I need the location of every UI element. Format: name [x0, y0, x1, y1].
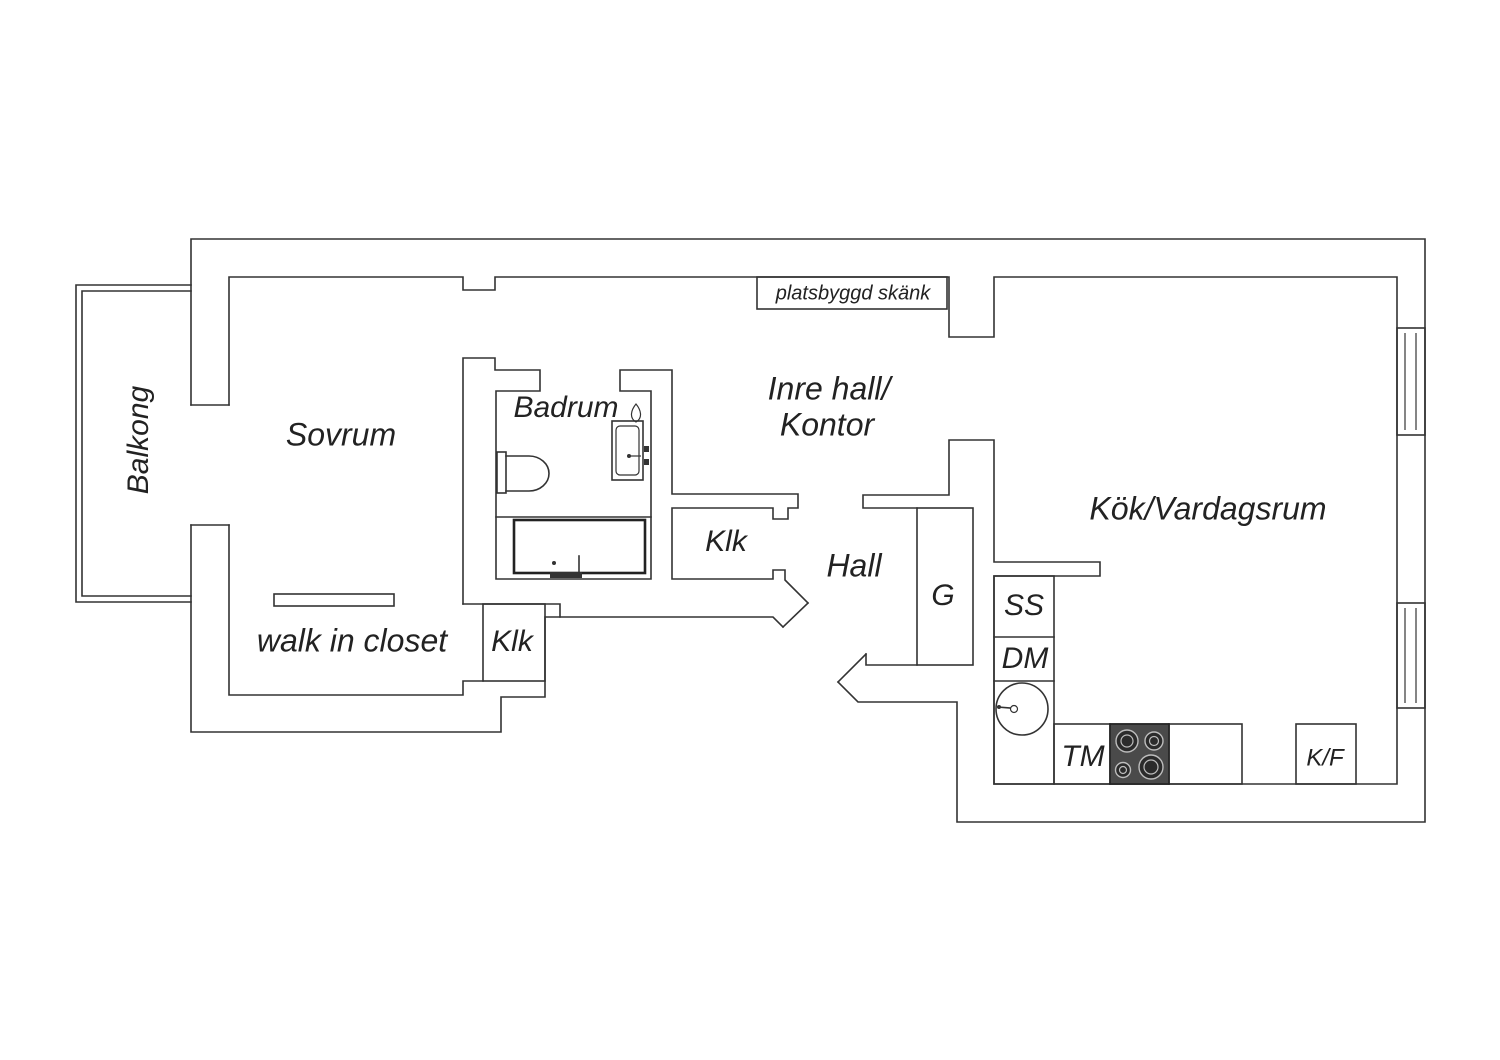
- dishwasher-label: DM: [1002, 642, 1049, 675]
- built-in-cabinet: [756, 276, 948, 310]
- inner-hall-label-line2: Kontor: [780, 406, 876, 442]
- entrance-door-jamb-lower: [836, 652, 868, 684]
- window-icon: [1396, 327, 1426, 436]
- ss-label: SS: [1004, 589, 1044, 622]
- walls: [190, 238, 1426, 823]
- bathroom-wall-block: [462, 357, 810, 605]
- bedroom-inner-wall-lower: [228, 524, 484, 696]
- bedroom-label: Sovrum: [286, 416, 396, 452]
- balcony-inner-rail: [81, 290, 192, 597]
- balcony-label: Balkong: [122, 385, 155, 494]
- built-in-cabinet-label: platsbyggd skänk: [775, 282, 932, 304]
- bedroom-closet-label: Klk: [491, 625, 535, 658]
- room-labels: Balkong Sovrum Badrum Inre hall/ Kontor …: [122, 282, 1345, 773]
- kitchen-living-label: Kök/Vardagsrum: [1089, 490, 1326, 526]
- bathtub-icon: [495, 516, 652, 578]
- balcony: [75, 284, 192, 603]
- fridge-freezer: [1295, 723, 1357, 785]
- balcony-outer-rail: [75, 284, 192, 603]
- wardrobe-label: G: [931, 579, 954, 612]
- stove-icon: [1109, 723, 1170, 785]
- outer-wall-lower-left: [190, 524, 785, 733]
- outer-wall-main: [190, 238, 1426, 823]
- bathroom-label: Badrum: [513, 391, 618, 424]
- bathroom-sink-icon: [611, 403, 649, 481]
- kitchen-sink-icon: [995, 682, 1049, 736]
- walk-in-closet-label: walk in closet: [257, 622, 448, 658]
- closet-rod: [273, 593, 395, 607]
- inner-hall-label-line1: Inre hall/: [768, 370, 894, 406]
- hall-wardrobe: [916, 507, 974, 666]
- hall-closet-label: Klk: [705, 525, 749, 558]
- bedroom-closet: [482, 603, 546, 682]
- toilet-icon: [496, 451, 550, 494]
- entrance-door-jamb-upper: [781, 601, 810, 629]
- washing-machine-label: TM: [1061, 740, 1104, 773]
- hall-lower-wall: [865, 653, 918, 666]
- fridge-freezer-label: K/F: [1306, 744, 1345, 771]
- inner-wall-main: [228, 276, 1398, 785]
- hall-label: Hall: [826, 547, 882, 583]
- window-icon: [1396, 602, 1426, 709]
